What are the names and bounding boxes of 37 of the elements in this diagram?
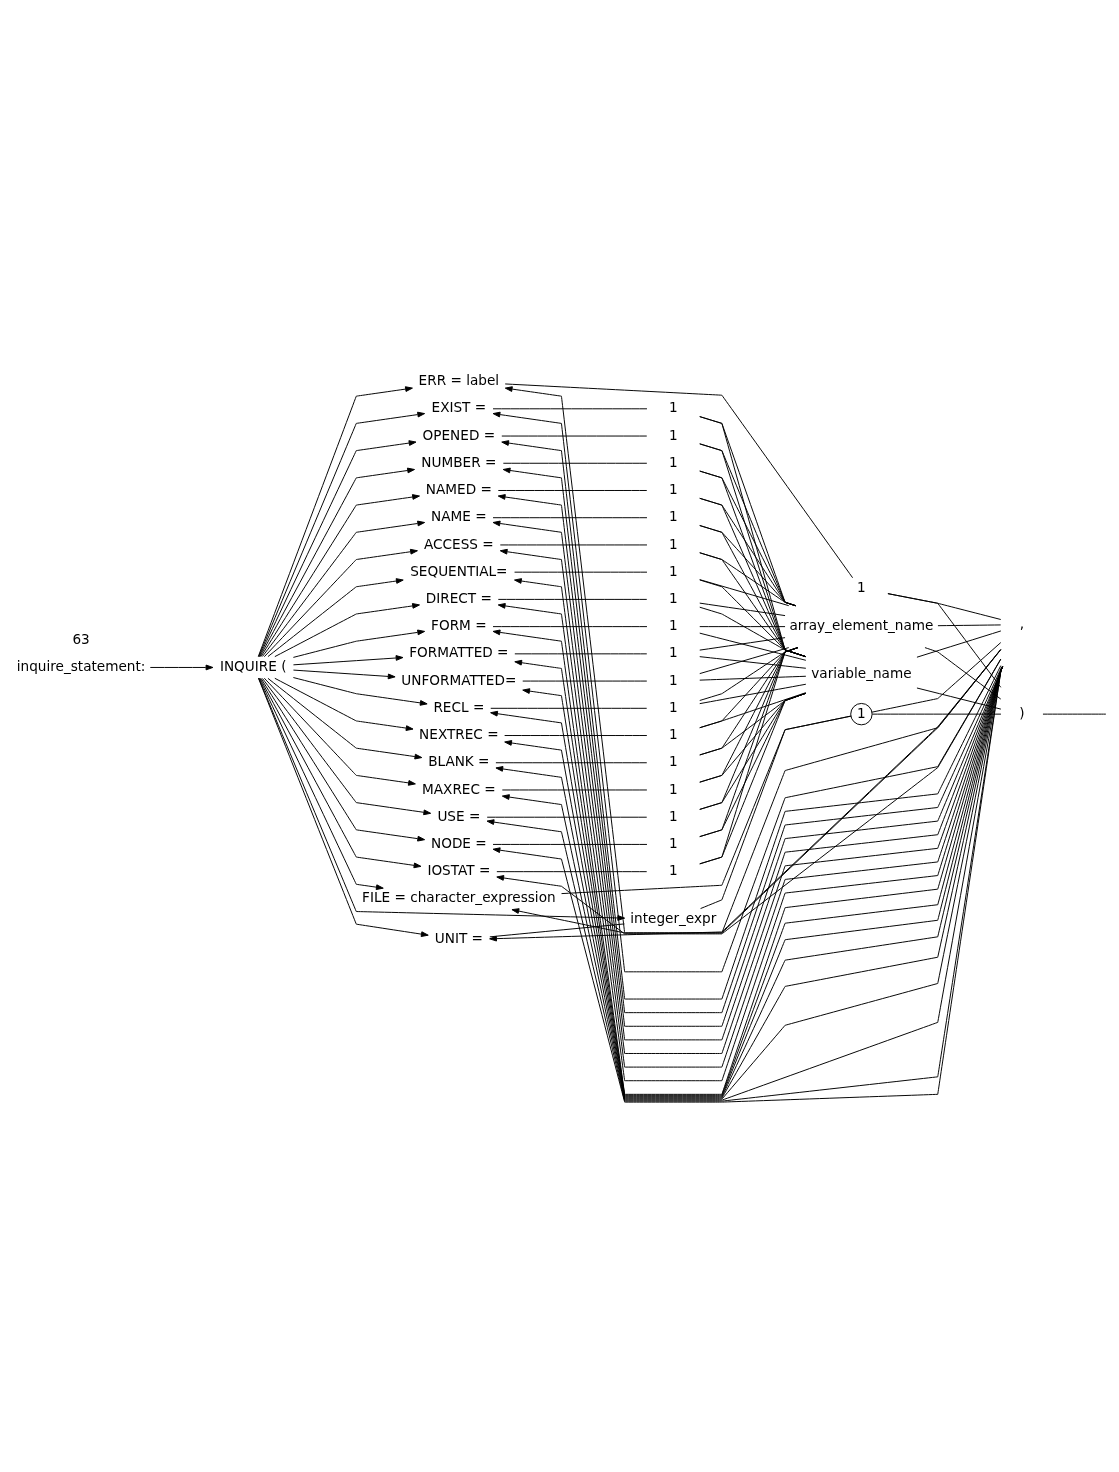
- node-text: 1: [668, 507, 678, 524]
- node-text: NEXTREC =: [419, 725, 499, 742]
- node-text: RECL =: [433, 698, 485, 715]
- node-text: ERR = label: [418, 371, 500, 388]
- node-text: DIRECT =: [425, 589, 492, 606]
- node-text: EXIST =: [431, 398, 487, 415]
- label: 63: [72, 630, 90, 647]
- node-text: USE =: [437, 807, 481, 824]
- node-text: NAMED =: [425, 480, 492, 497]
- node-text: array_element_name: [789, 616, 934, 633]
- node-text: BLANK =: [428, 752, 490, 769]
- node-text: 1: [857, 578, 866, 595]
- node-text: FORM =: [431, 616, 487, 633]
- node-text: FORMATTED =: [409, 643, 509, 660]
- node-text: NUMBER =: [421, 453, 497, 470]
- node-text: IOSTAT =: [427, 861, 491, 878]
- node-text: 1: [668, 535, 678, 552]
- node-text: 1: [668, 480, 678, 497]
- node-text: MAXREC =: [422, 780, 496, 797]
- node-text: UNFORMATTED=: [401, 671, 517, 688]
- node-text: 1: [668, 562, 678, 579]
- node-text: 1: [668, 643, 678, 660]
- node-text: SEQUENTIAL=: [410, 562, 508, 579]
- node-text: NAME =: [431, 507, 487, 524]
- node-text: OPENED =: [422, 426, 496, 443]
- node-text: ,: [1019, 614, 1025, 631]
- node-text: 1: [668, 398, 678, 415]
- node-text: 1: [668, 616, 678, 633]
- node-text: ): [1019, 704, 1025, 721]
- node-text: NODE =: [431, 834, 487, 851]
- node-text: 1: [668, 589, 678, 606]
- node-text: INQUIRE (: [219, 657, 287, 674]
- node-text: ACCESS =: [424, 535, 494, 552]
- node-text: UNIT =: [434, 929, 483, 946]
- node-text: 1: [668, 453, 678, 470]
- node-text: 1: [668, 426, 678, 443]
- node-text: inquire_statement:: [16, 657, 146, 674]
